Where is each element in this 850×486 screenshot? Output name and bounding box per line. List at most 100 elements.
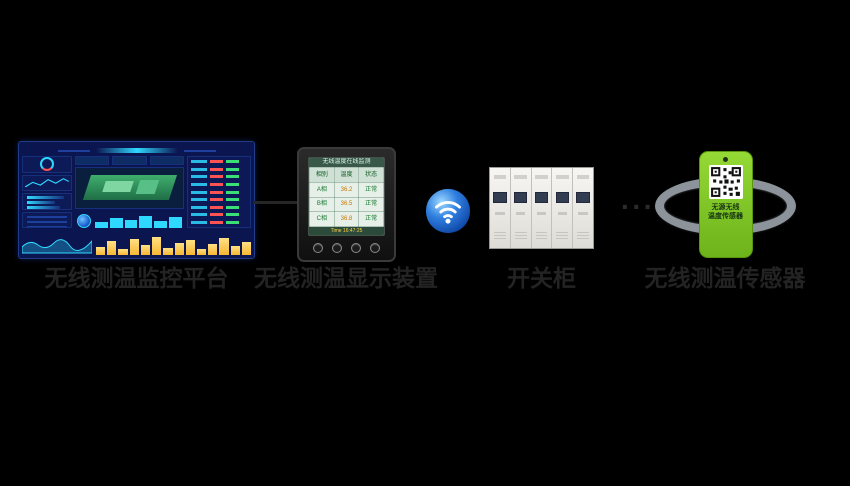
- dashboard-left-widgets: [22, 156, 72, 228]
- lcd-data-row: C相 36.8 正常: [309, 211, 384, 227]
- cabinet-panel: [531, 168, 553, 248]
- data-row: [191, 205, 247, 209]
- dashboard-bottom-charts: [22, 228, 252, 255]
- cabinet-nameplate: [555, 175, 569, 179]
- wireless-signal-icon: [424, 187, 472, 235]
- bar: [118, 249, 128, 255]
- gauge-widget: [22, 156, 72, 173]
- cabinet-vent: [514, 232, 527, 241]
- cabinet-label-strip: [578, 212, 588, 215]
- bar: [96, 247, 106, 255]
- cabinet-meter-window: [555, 192, 569, 203]
- data-row: [191, 167, 247, 171]
- bar: [124, 220, 138, 228]
- cabinet-vent: [577, 232, 590, 241]
- cabinet-label-strip: [515, 212, 526, 215]
- hbar-widget: [22, 193, 72, 210]
- cabinet-vent: [535, 232, 548, 241]
- wireless-temperature-sensor: 无源无线 温度传感器: [653, 151, 798, 262]
- bar: [219, 238, 229, 255]
- circular-gauge-icon: [77, 214, 91, 228]
- qr-code-icon: [708, 165, 743, 199]
- lcd-table-area: 相别 温度 状态 A相 36.2 正常 B相 36.5 正常: [309, 167, 384, 227]
- lcd-data-row: B相 36.5 正常: [309, 196, 384, 213]
- dashboard-center-footer: [75, 211, 184, 228]
- cabinet-vent: [493, 232, 506, 241]
- cabinet-vent: [556, 232, 569, 241]
- data-row: [191, 221, 247, 224]
- cabinet-label-strip: [495, 212, 505, 215]
- cabinet-nameplate: [535, 175, 548, 179]
- lcd-data-row: A相 36.2 正常: [309, 181, 384, 198]
- cabinet-nameplate: [576, 175, 590, 179]
- header-decor-line: [57, 149, 90, 152]
- data-row: [191, 213, 247, 217]
- bar: [241, 242, 252, 255]
- bar: [95, 222, 108, 228]
- line-chart-widget: [22, 174, 72, 191]
- bar: [163, 248, 173, 255]
- cabinet-panel: [552, 168, 574, 248]
- area-chart-icon: [22, 239, 92, 254]
- ring-gauge-icon: [40, 157, 54, 172]
- dashboard-data-list: [187, 156, 251, 228]
- sensor-body-text: 无源无线 温度传感器: [700, 203, 752, 221]
- header-decor-line: [183, 149, 216, 152]
- cabinet-panel: [490, 168, 511, 248]
- cabinet-panel: [510, 168, 532, 248]
- bar: [140, 245, 151, 255]
- dashboard-title-bar: [22, 145, 251, 156]
- bar: [208, 244, 218, 255]
- cabinet-label-strip: [557, 212, 568, 215]
- device-button: [370, 243, 380, 253]
- bottom-bar-chart: [96, 233, 252, 255]
- cabinet-label-strip: [536, 212, 547, 215]
- label-platform: 无线测温监控平台: [44, 265, 229, 291]
- lcd-title: 无线温度在线监测: [309, 158, 384, 167]
- list-widget: [22, 211, 72, 228]
- bar: [154, 221, 168, 228]
- bar: [196, 249, 207, 255]
- bar: [174, 243, 184, 255]
- bar: [109, 218, 123, 228]
- data-row: [191, 198, 247, 202]
- label-sensor: 无线测温传感器: [644, 265, 806, 291]
- device-lcd-screen: 无线温度在线监测 相别 温度 状态 A相 36.2 正常 B相 3: [308, 157, 385, 236]
- lcd-status-line: Time 16:47:25: [309, 227, 384, 235]
- stat-pills: [75, 156, 184, 165]
- dashboard-3d-map: [75, 167, 184, 209]
- cabinet-meter-window: [493, 192, 507, 203]
- cabinet-meter-window: [534, 192, 549, 203]
- line-chart-icon: [24, 177, 70, 187]
- monitoring-dashboard-screen: [18, 141, 255, 259]
- label-switchgear: 开关柜: [507, 265, 576, 291]
- device-button: [351, 243, 361, 253]
- sensor-led-icon: [723, 157, 728, 162]
- data-row: [191, 160, 247, 163]
- cabinet-meter-window: [513, 192, 528, 203]
- device-button: [313, 243, 323, 253]
- sensor-body: 无源无线 温度传感器: [698, 151, 753, 258]
- sensor-text-line: 温度传感器: [708, 213, 743, 220]
- cabinet-nameplate: [514, 175, 528, 179]
- dashboard-body: [22, 156, 251, 228]
- device-button: [332, 243, 342, 253]
- data-row: [191, 182, 247, 186]
- bar: [107, 241, 117, 255]
- dashboard-center-panel: [75, 156, 184, 228]
- data-row: [191, 190, 247, 194]
- cabinet-nameplate: [493, 175, 507, 179]
- sensor-text-line: 无源无线: [711, 204, 740, 211]
- bar: [152, 237, 162, 255]
- bar: [169, 217, 182, 228]
- bar: [230, 246, 240, 255]
- map-block: [101, 180, 134, 192]
- connector-line: [253, 201, 299, 204]
- ellipsis-dots: ···: [621, 191, 655, 222]
- bar: [139, 216, 153, 228]
- bar: [185, 240, 195, 255]
- data-row: [191, 175, 247, 179]
- dashboard-title-glow: [95, 148, 178, 153]
- switchgear-cabinets: [489, 167, 594, 249]
